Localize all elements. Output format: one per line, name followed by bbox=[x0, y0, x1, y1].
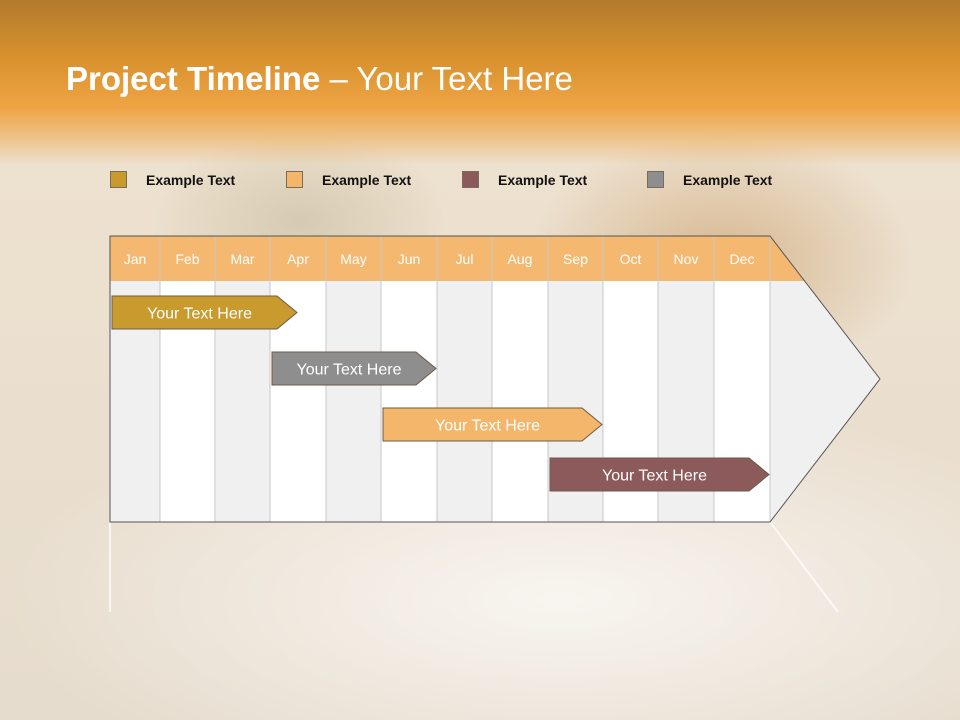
legend-swatch-3 bbox=[462, 171, 479, 188]
task-label: Your Text Here bbox=[147, 306, 252, 323]
month-label: Nov bbox=[674, 251, 699, 267]
month-label: Sep bbox=[563, 251, 588, 267]
legend-label-1: Example Text bbox=[146, 172, 236, 188]
month-label: Jun bbox=[398, 251, 421, 267]
legend-swatch-4 bbox=[647, 171, 664, 188]
timeline-outline bbox=[109, 235, 881, 523]
month-label: Jan bbox=[124, 251, 147, 267]
month-column bbox=[381, 281, 437, 522]
legend-swatch-2 bbox=[286, 171, 303, 188]
month-label: Mar bbox=[230, 251, 254, 267]
legend-label-2: Example Text bbox=[322, 172, 412, 188]
month-column bbox=[492, 281, 548, 522]
task-label: Your Text Here bbox=[602, 468, 707, 485]
legend-swatch-1 bbox=[110, 171, 127, 188]
task-label: Your Text Here bbox=[297, 362, 402, 379]
task-label: Your Text Here bbox=[435, 418, 540, 435]
task-bar bbox=[549, 457, 770, 492]
month-label: Jul bbox=[456, 251, 474, 267]
month-label: Dec bbox=[730, 251, 755, 267]
legend-label-4: Example Text bbox=[683, 172, 773, 188]
month-label: May bbox=[340, 251, 366, 267]
slide-title: Project Timeline – Your Text Here bbox=[66, 60, 573, 98]
month-column bbox=[437, 281, 492, 522]
month-header-row bbox=[110, 236, 805, 281]
legend-label-3: Example Text bbox=[498, 172, 588, 188]
title-rest: – Your Text Here bbox=[320, 60, 573, 97]
task-bar bbox=[111, 295, 298, 330]
month-label: Feb bbox=[175, 251, 199, 267]
task-bar bbox=[271, 351, 437, 386]
task-bar bbox=[382, 407, 603, 442]
reflection-right bbox=[769, 521, 839, 613]
month-label: Oct bbox=[620, 251, 642, 267]
month-label: Apr bbox=[287, 251, 309, 267]
month-label: Aug bbox=[508, 251, 533, 267]
header-band bbox=[0, 0, 960, 165]
title-bold: Project Timeline bbox=[66, 60, 321, 97]
month-column bbox=[326, 281, 381, 522]
